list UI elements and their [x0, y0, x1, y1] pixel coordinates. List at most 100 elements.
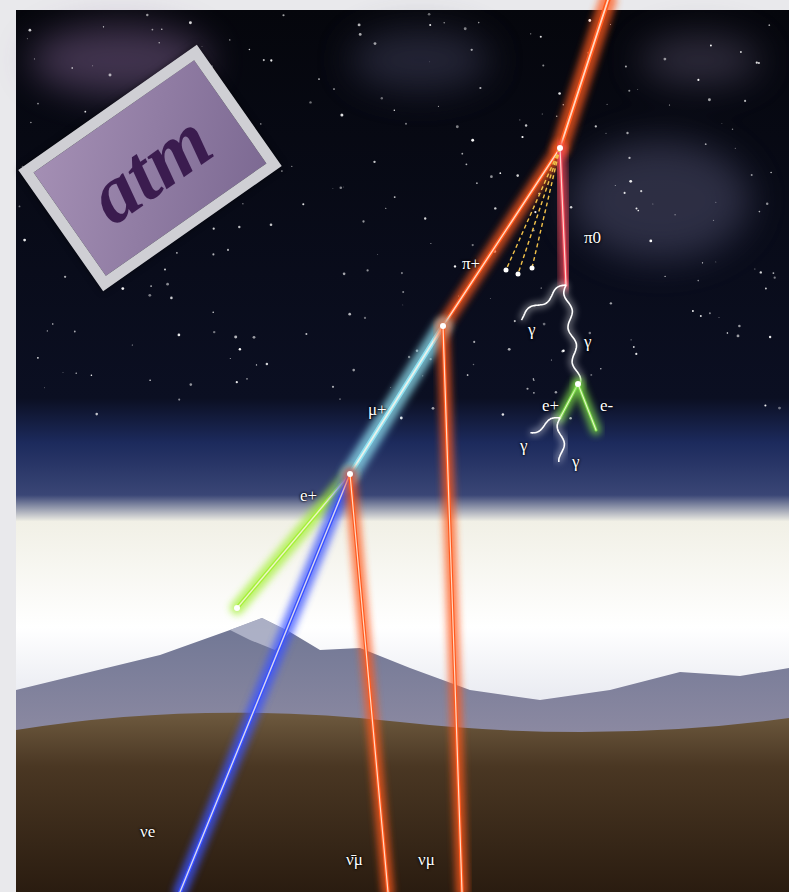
vertex-dot: [347, 471, 353, 477]
star: [530, 33, 531, 34]
star: [692, 310, 694, 312]
gamma-track: [557, 418, 564, 462]
star: [697, 79, 699, 81]
star: [702, 262, 703, 263]
star: [92, 65, 93, 66]
vertex-dot: [557, 145, 563, 151]
star: [669, 104, 670, 105]
particle-label: e+: [300, 486, 317, 506]
star: [348, 313, 351, 316]
star: [424, 217, 426, 219]
star: [471, 139, 474, 142]
star: [227, 249, 229, 251]
star: [64, 276, 66, 278]
star: [629, 180, 632, 183]
star: [713, 220, 714, 221]
star: [770, 172, 771, 173]
star: [149, 379, 150, 380]
star: [614, 185, 616, 187]
star: [768, 24, 770, 26]
star: [514, 320, 516, 322]
star: [164, 268, 166, 270]
star: [213, 331, 215, 333]
star: [443, 22, 445, 24]
star: [464, 27, 467, 30]
star: [563, 104, 564, 105]
star: [62, 372, 64, 374]
numu-track-glow: [443, 326, 462, 892]
star: [633, 346, 635, 348]
star: [438, 106, 439, 107]
star: [595, 125, 597, 127]
star: [479, 87, 481, 89]
muon-track-glow: [350, 326, 443, 474]
star: [649, 239, 652, 242]
star: [432, 407, 435, 410]
star: [454, 265, 456, 267]
star: [772, 272, 774, 274]
star: [26, 38, 28, 40]
particle-label: νμ: [418, 850, 435, 870]
star: [705, 143, 707, 145]
primary-track-glow: [560, 0, 608, 148]
electron-track-core: [578, 384, 596, 430]
star: [740, 51, 742, 53]
particle-label: π+: [462, 254, 480, 274]
star: [628, 90, 630, 92]
star: [238, 226, 240, 228]
star: [402, 304, 404, 306]
star: [476, 182, 478, 184]
star: [541, 287, 542, 288]
star: [467, 374, 469, 376]
positron-track-core: [237, 474, 350, 608]
star: [256, 364, 257, 365]
star: [543, 323, 546, 326]
star: [709, 312, 711, 314]
star: [381, 97, 383, 99]
star: [343, 186, 345, 188]
star: [640, 190, 642, 192]
star: [674, 214, 676, 216]
star: [508, 348, 511, 351]
muon-track-core: [350, 326, 443, 474]
star: [390, 387, 392, 389]
star: [697, 280, 699, 282]
star: [263, 59, 265, 61]
star: [302, 203, 304, 205]
star: [229, 39, 230, 40]
star: [236, 381, 238, 383]
particle-label: γ: [584, 332, 592, 352]
pion-plus-track: [443, 148, 560, 326]
star: [758, 62, 760, 64]
star: [340, 186, 343, 189]
particle-label: e-: [600, 396, 613, 416]
star: [766, 202, 768, 204]
star: [152, 29, 154, 31]
star: [626, 132, 628, 134]
star: [472, 244, 474, 246]
fragment-track: [506, 148, 560, 270]
star: [628, 157, 630, 159]
gamma-track-glow: [564, 285, 581, 384]
star: [519, 119, 520, 120]
nue-track-glow: [180, 474, 350, 892]
star: [769, 336, 771, 338]
star: [189, 21, 192, 24]
star: [30, 122, 31, 123]
gamma-track: [521, 285, 566, 320]
vertex-dot: [440, 323, 446, 329]
star: [91, 375, 93, 377]
star: [533, 392, 535, 394]
pion-zero-track: [560, 148, 566, 285]
star: [516, 174, 519, 177]
star: [774, 277, 776, 279]
sign-text: atm: [74, 98, 226, 239]
star: [148, 294, 151, 297]
pion-plus-track-core: [443, 148, 560, 326]
star: [132, 344, 133, 345]
electron-track-glow: [578, 384, 596, 430]
star: [291, 166, 292, 167]
gamma-track: [564, 285, 581, 384]
nue-track-core: [180, 474, 350, 892]
star: [405, 123, 407, 125]
